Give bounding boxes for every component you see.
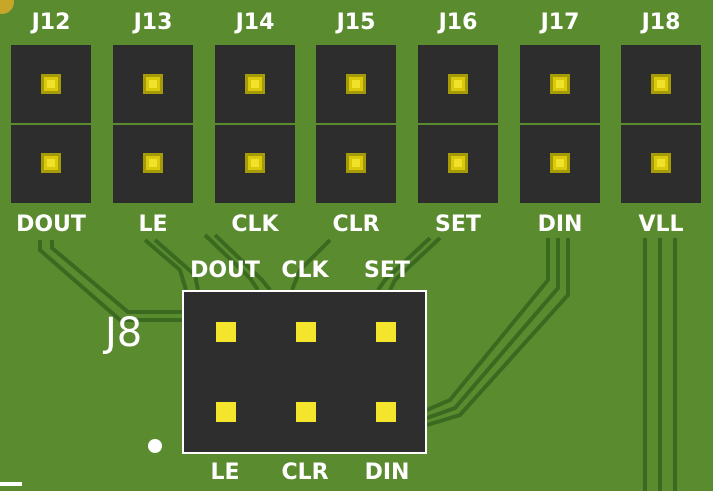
signal-label-vll: VLL (638, 212, 684, 237)
ref-label-j15: J15 (336, 10, 376, 35)
pin-pad (448, 153, 468, 173)
signal-label-set: SET (435, 212, 481, 237)
signal-label-clk: CLK (231, 212, 279, 237)
pin-pad (651, 74, 671, 94)
ref-label-j14: J14 (235, 10, 275, 35)
j8-top-label-set: SET (364, 258, 410, 283)
pin1-marker-dot (148, 439, 162, 453)
j8-connector (182, 290, 427, 454)
pin-pad (41, 74, 61, 94)
pin-pad (346, 153, 366, 173)
j8-pad (296, 322, 316, 342)
j8-ref-label: J8 (105, 310, 143, 356)
j8-top-label-clk: CLK (281, 258, 329, 283)
pin-pad (245, 74, 265, 94)
j8-pad (376, 322, 396, 342)
signal-label-clr: CLR (332, 212, 380, 237)
signal-label-dout: DOUT (16, 212, 86, 237)
pin-pad (550, 74, 570, 94)
silkscreen-tick (0, 482, 22, 486)
ref-label-j13: J13 (133, 10, 173, 35)
signal-label-din: DIN (537, 212, 583, 237)
pin-pad (448, 74, 468, 94)
pin-pad (143, 153, 163, 173)
j8-pad (376, 402, 396, 422)
j8-top-label-dout: DOUT (190, 258, 260, 283)
j8-pad (216, 322, 236, 342)
pin-pad (550, 153, 570, 173)
j8-pad (296, 402, 316, 422)
pin-pad (245, 153, 265, 173)
ref-label-j12: J12 (31, 10, 71, 35)
pin-pad (143, 74, 163, 94)
pin-pad (41, 153, 61, 173)
j8-bottom-label-din: DIN (364, 460, 410, 485)
pin-pad (651, 153, 671, 173)
ref-label-j17: J17 (540, 10, 580, 35)
j8-pad (216, 402, 236, 422)
ref-label-j18: J18 (641, 10, 681, 35)
signal-label-le: LE (138, 212, 168, 237)
j8-bottom-label-le: LE (210, 460, 240, 485)
pin-pad (346, 74, 366, 94)
ref-label-j16: J16 (438, 10, 478, 35)
j8-bottom-label-clr: CLR (281, 460, 329, 485)
